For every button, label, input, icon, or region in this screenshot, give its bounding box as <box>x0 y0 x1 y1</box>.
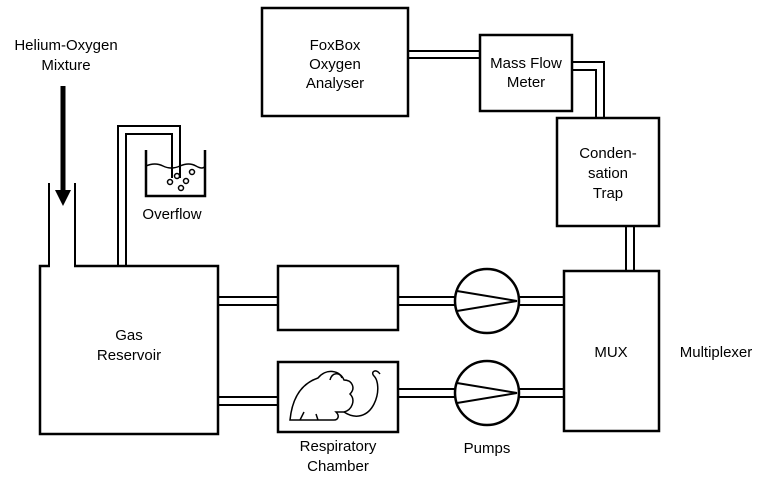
svg-text:Analyser: Analyser <box>306 75 364 92</box>
condensation-trap-box <box>555 116 661 228</box>
pumps-label: Pumps <box>464 440 511 457</box>
foxbox-label: FoxBox Oxygen Analyser <box>306 37 364 92</box>
svg-text:Mass Flow: Mass Flow <box>490 55 562 72</box>
svg-text:Meter: Meter <box>507 74 545 91</box>
pump-icon <box>453 359 521 427</box>
svg-text:Reservoir: Reservoir <box>97 347 161 364</box>
helium-inlet-arrow-icon <box>55 86 71 206</box>
top-pump-mux-pipe <box>519 296 564 306</box>
multiplexer-label: Multiplexer <box>680 344 753 361</box>
svg-text:Helium-Oxygen: Helium-Oxygen <box>14 37 117 54</box>
overflow-label: Overflow <box>142 206 201 223</box>
mass-flow-meter-box <box>478 33 574 113</box>
reservoir-chamber-pipe <box>218 396 278 406</box>
inlet-tube <box>48 183 76 266</box>
svg-text:Respiratory: Respiratory <box>300 438 377 455</box>
trap-label: Conden- sation Trap <box>579 145 637 202</box>
massflow-trap-pipe <box>572 61 605 118</box>
mux-label: MUX <box>594 344 627 361</box>
pump-icon <box>453 267 521 335</box>
foxbox-massflow-pipe <box>408 50 480 59</box>
svg-text:Trap: Trap <box>593 185 623 202</box>
svg-text:Chamber: Chamber <box>307 458 369 475</box>
top-box <box>276 264 400 332</box>
helium-label: Helium-Oxygen Mixture <box>14 37 117 74</box>
overflow-tube <box>117 125 181 266</box>
reservoir-top-box-pipe <box>218 296 278 306</box>
gas-reservoir-box <box>38 264 220 436</box>
reservoir-label: Gas Reservoir <box>97 327 161 364</box>
bottom-pump-mux-pipe <box>519 388 564 398</box>
mouse-icon <box>289 370 381 421</box>
svg-text:Gas: Gas <box>115 327 143 344</box>
chamber-pump-pipe <box>398 388 455 398</box>
svg-text:Mixture: Mixture <box>41 57 90 74</box>
svg-text:FoxBox: FoxBox <box>310 37 361 54</box>
foxbox-analyser-box <box>260 6 410 118</box>
chamber-label: Respiratory Chamber <box>300 438 377 475</box>
svg-text:Oxygen: Oxygen <box>309 56 361 73</box>
mux-box <box>562 269 661 433</box>
svg-text:sation: sation <box>588 165 628 182</box>
mass-flow-label: Mass Flow Meter <box>490 55 562 91</box>
trap-mux-pipe <box>625 226 635 271</box>
overflow-beaker-icon <box>144 150 207 198</box>
top-box-pump-pipe <box>398 296 455 306</box>
svg-text:Conden-: Conden- <box>579 145 637 162</box>
